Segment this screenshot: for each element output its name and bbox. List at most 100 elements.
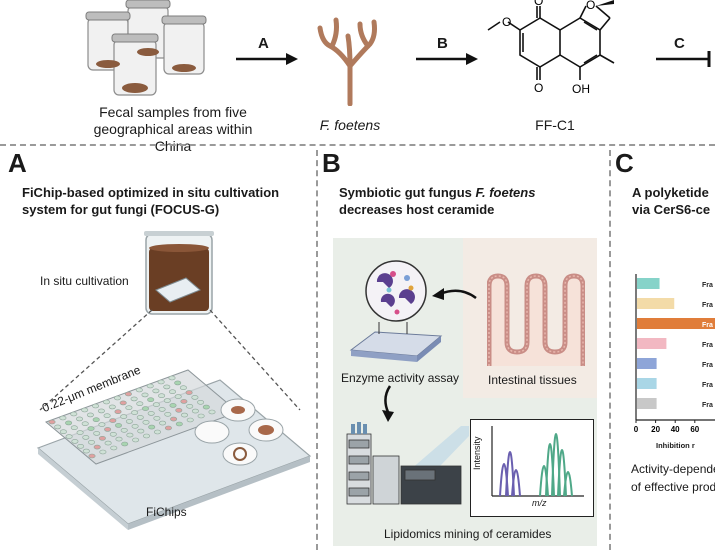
fichip-well [158,407,166,412]
intestinal-tissue-illustration [487,273,585,366]
fichip-well [137,428,145,434]
fichip-well [154,429,162,435]
fichip-well [175,407,183,413]
fichip-well [93,444,101,450]
inhibition-bar [637,318,715,329]
fichip-well [98,422,106,427]
fichip-well [124,391,132,397]
panel-c-caption-line2: of effective prod [631,480,715,494]
panel-b-letter: B [322,148,341,178]
down-arrow-icon [382,385,394,422]
panel-c-title-line2: via CerS6-ce [632,202,711,217]
fichip-well [148,424,156,430]
fichip-well [208,409,216,415]
fichip-well [82,435,90,440]
bar-label: Fra [702,322,713,329]
fichip-plate-illustration [36,369,312,530]
fichip-well [92,417,100,423]
fichip-well [82,448,90,454]
inhibition-bar [637,338,667,349]
lcms-instrument-illustration [346,422,469,505]
fichip-well [163,398,171,403]
fichip-well [110,445,118,451]
fichip-well [197,413,205,419]
c-x-label: Inhibition r [656,441,695,450]
fichip-well [179,385,187,391]
fichip-well [152,388,160,394]
fichip-well [131,410,139,415]
compound-label: FF-C1 [535,117,575,133]
fichip-well [191,408,199,414]
bar-label: Fra [702,302,713,309]
fichip-well [130,396,138,402]
fichip-well [87,426,95,431]
fichip-well [141,392,149,398]
fichip-well [168,375,176,381]
curved-arrow-icon [432,288,477,300]
spectrum-peak [511,469,521,497]
tissue-label: Intestinal tissues [488,373,577,387]
fichip-well [65,420,73,426]
fichip-well [142,406,150,411]
fichip-well [99,449,107,455]
arrow-c-icon [656,51,711,67]
fichip-well [175,421,183,427]
fichip-well [146,383,154,389]
spectrum-y-label: Intensity [472,436,482,470]
fichip-well [169,389,177,395]
inhibition-bar [637,378,657,389]
panel-divider-bc [609,150,611,550]
beaker-label: In situ cultivation [40,274,129,288]
spectrum-peak [563,471,573,497]
fichip-well [115,436,123,442]
chem-o-top: O [534,0,543,8]
fichip-well [125,405,133,411]
fichip-well [191,395,199,400]
fichip-well [109,432,117,437]
inhibition-bar [637,298,675,309]
fichip-well [147,397,155,403]
panel-c-title-line1: A polyketide [632,185,709,200]
beaker-illustration [144,231,214,315]
enzyme-circle-illustration [365,260,427,322]
lipid-label: Lipidomics mining of ceramides [384,527,552,541]
fichip-well [71,439,79,444]
arrow-c-label: C [674,35,685,52]
fichip-well [93,431,101,436]
spectrum-chart [491,426,584,497]
enzyme-label: Enzyme activity assay [341,371,460,385]
fichip-well [104,427,112,432]
inhibition-bar [637,398,657,409]
fichip-well [76,430,84,435]
fichip-well [174,380,182,386]
c-tick-label: 20 [651,425,660,434]
fichip-well [186,403,194,409]
fichip-well [120,414,128,419]
fichip-well [88,453,96,459]
bar-label: Fra [702,382,713,389]
bar-label: Fra [702,402,713,409]
fichip-well [97,408,105,414]
fichip-well [86,412,94,418]
fichip-well [59,429,67,434]
section-divider [0,144,715,146]
fichip-well [48,419,56,425]
fichip-well [164,411,172,417]
spectrum-peak [557,449,567,497]
fichip-well [186,417,194,423]
fichip-well [152,402,160,407]
fichip-well [157,379,165,385]
fichip-well [164,425,172,431]
panel-divider-ab [316,150,318,550]
fichip-well [115,423,123,428]
fichip-well [170,416,178,422]
fichip-well [126,432,134,438]
panel-c-letter: C [615,148,634,178]
fichip-well [125,419,133,424]
chem-o-ring: O [586,0,595,12]
fichip-well [131,424,139,429]
fichip-well [119,400,127,406]
fichip-well [103,399,111,405]
panel-a-title-line1: FiChip-based optimized in situ cultivati… [22,185,280,200]
fichip-well [197,399,205,405]
